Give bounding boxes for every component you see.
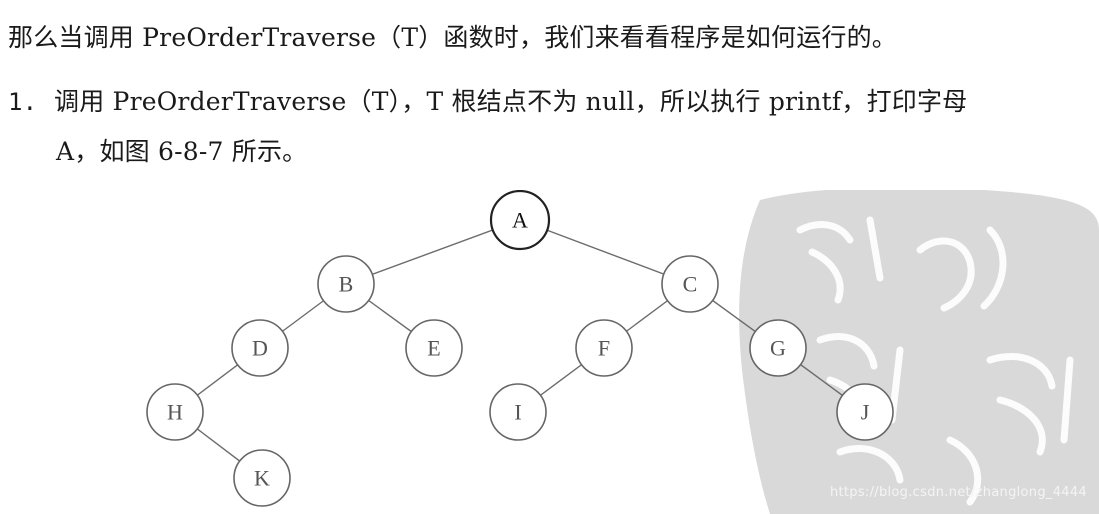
node-label-j: J bbox=[861, 400, 870, 425]
tree-node-f: F bbox=[575, 319, 633, 377]
intro-paragraph: 那么当调用 PreOrderTraverse（T）函数时，我们来看看程序是如何运… bbox=[8, 23, 898, 52]
binary-tree-svg: A B C D E F G bbox=[146, 190, 1099, 514]
node-label-i: I bbox=[514, 400, 521, 425]
tree-node-i: I bbox=[489, 383, 547, 441]
step-1-text: 调用 PreOrderTraverse（T），T 根结点不为 null，所以执行… bbox=[54, 87, 968, 116]
binary-tree-figure: A B C D E F G bbox=[0, 190, 1099, 514]
seal-stamp bbox=[739, 190, 1099, 514]
tree-node-j: J bbox=[836, 383, 894, 441]
watermark-url: https://blog.csdn.net/zhanglong_4444 bbox=[829, 485, 1087, 500]
node-label-k: K bbox=[254, 466, 270, 491]
edge-a-b bbox=[345, 219, 521, 285]
tree-node-b: B bbox=[317, 255, 375, 313]
tree-node-e: E bbox=[405, 319, 463, 377]
step-1-line-2: A，如图 6-8-7 所示。 bbox=[56, 137, 308, 166]
node-label-g: G bbox=[770, 336, 786, 361]
node-label-d: D bbox=[252, 336, 268, 361]
tree-node-d: D bbox=[231, 319, 289, 377]
node-label-h: H bbox=[167, 400, 183, 425]
step-number: 1. bbox=[8, 88, 38, 116]
node-label-e: E bbox=[427, 336, 440, 361]
step-1-line-1: 1. 调用 PreOrderTraverse（T），T 根结点不为 null，所以… bbox=[8, 82, 967, 118]
node-label-c: C bbox=[683, 272, 698, 297]
tree-node-c: C bbox=[661, 255, 719, 313]
tree-node-k: K bbox=[233, 449, 291, 507]
node-label-b: B bbox=[339, 272, 354, 297]
tree-node-g: G bbox=[749, 319, 807, 377]
tree-node-h: H bbox=[146, 383, 204, 441]
edge-a-c bbox=[519, 219, 691, 285]
tree-node-a: A bbox=[489, 190, 551, 251]
node-label-a: A bbox=[512, 208, 528, 233]
node-label-f: F bbox=[598, 336, 610, 361]
